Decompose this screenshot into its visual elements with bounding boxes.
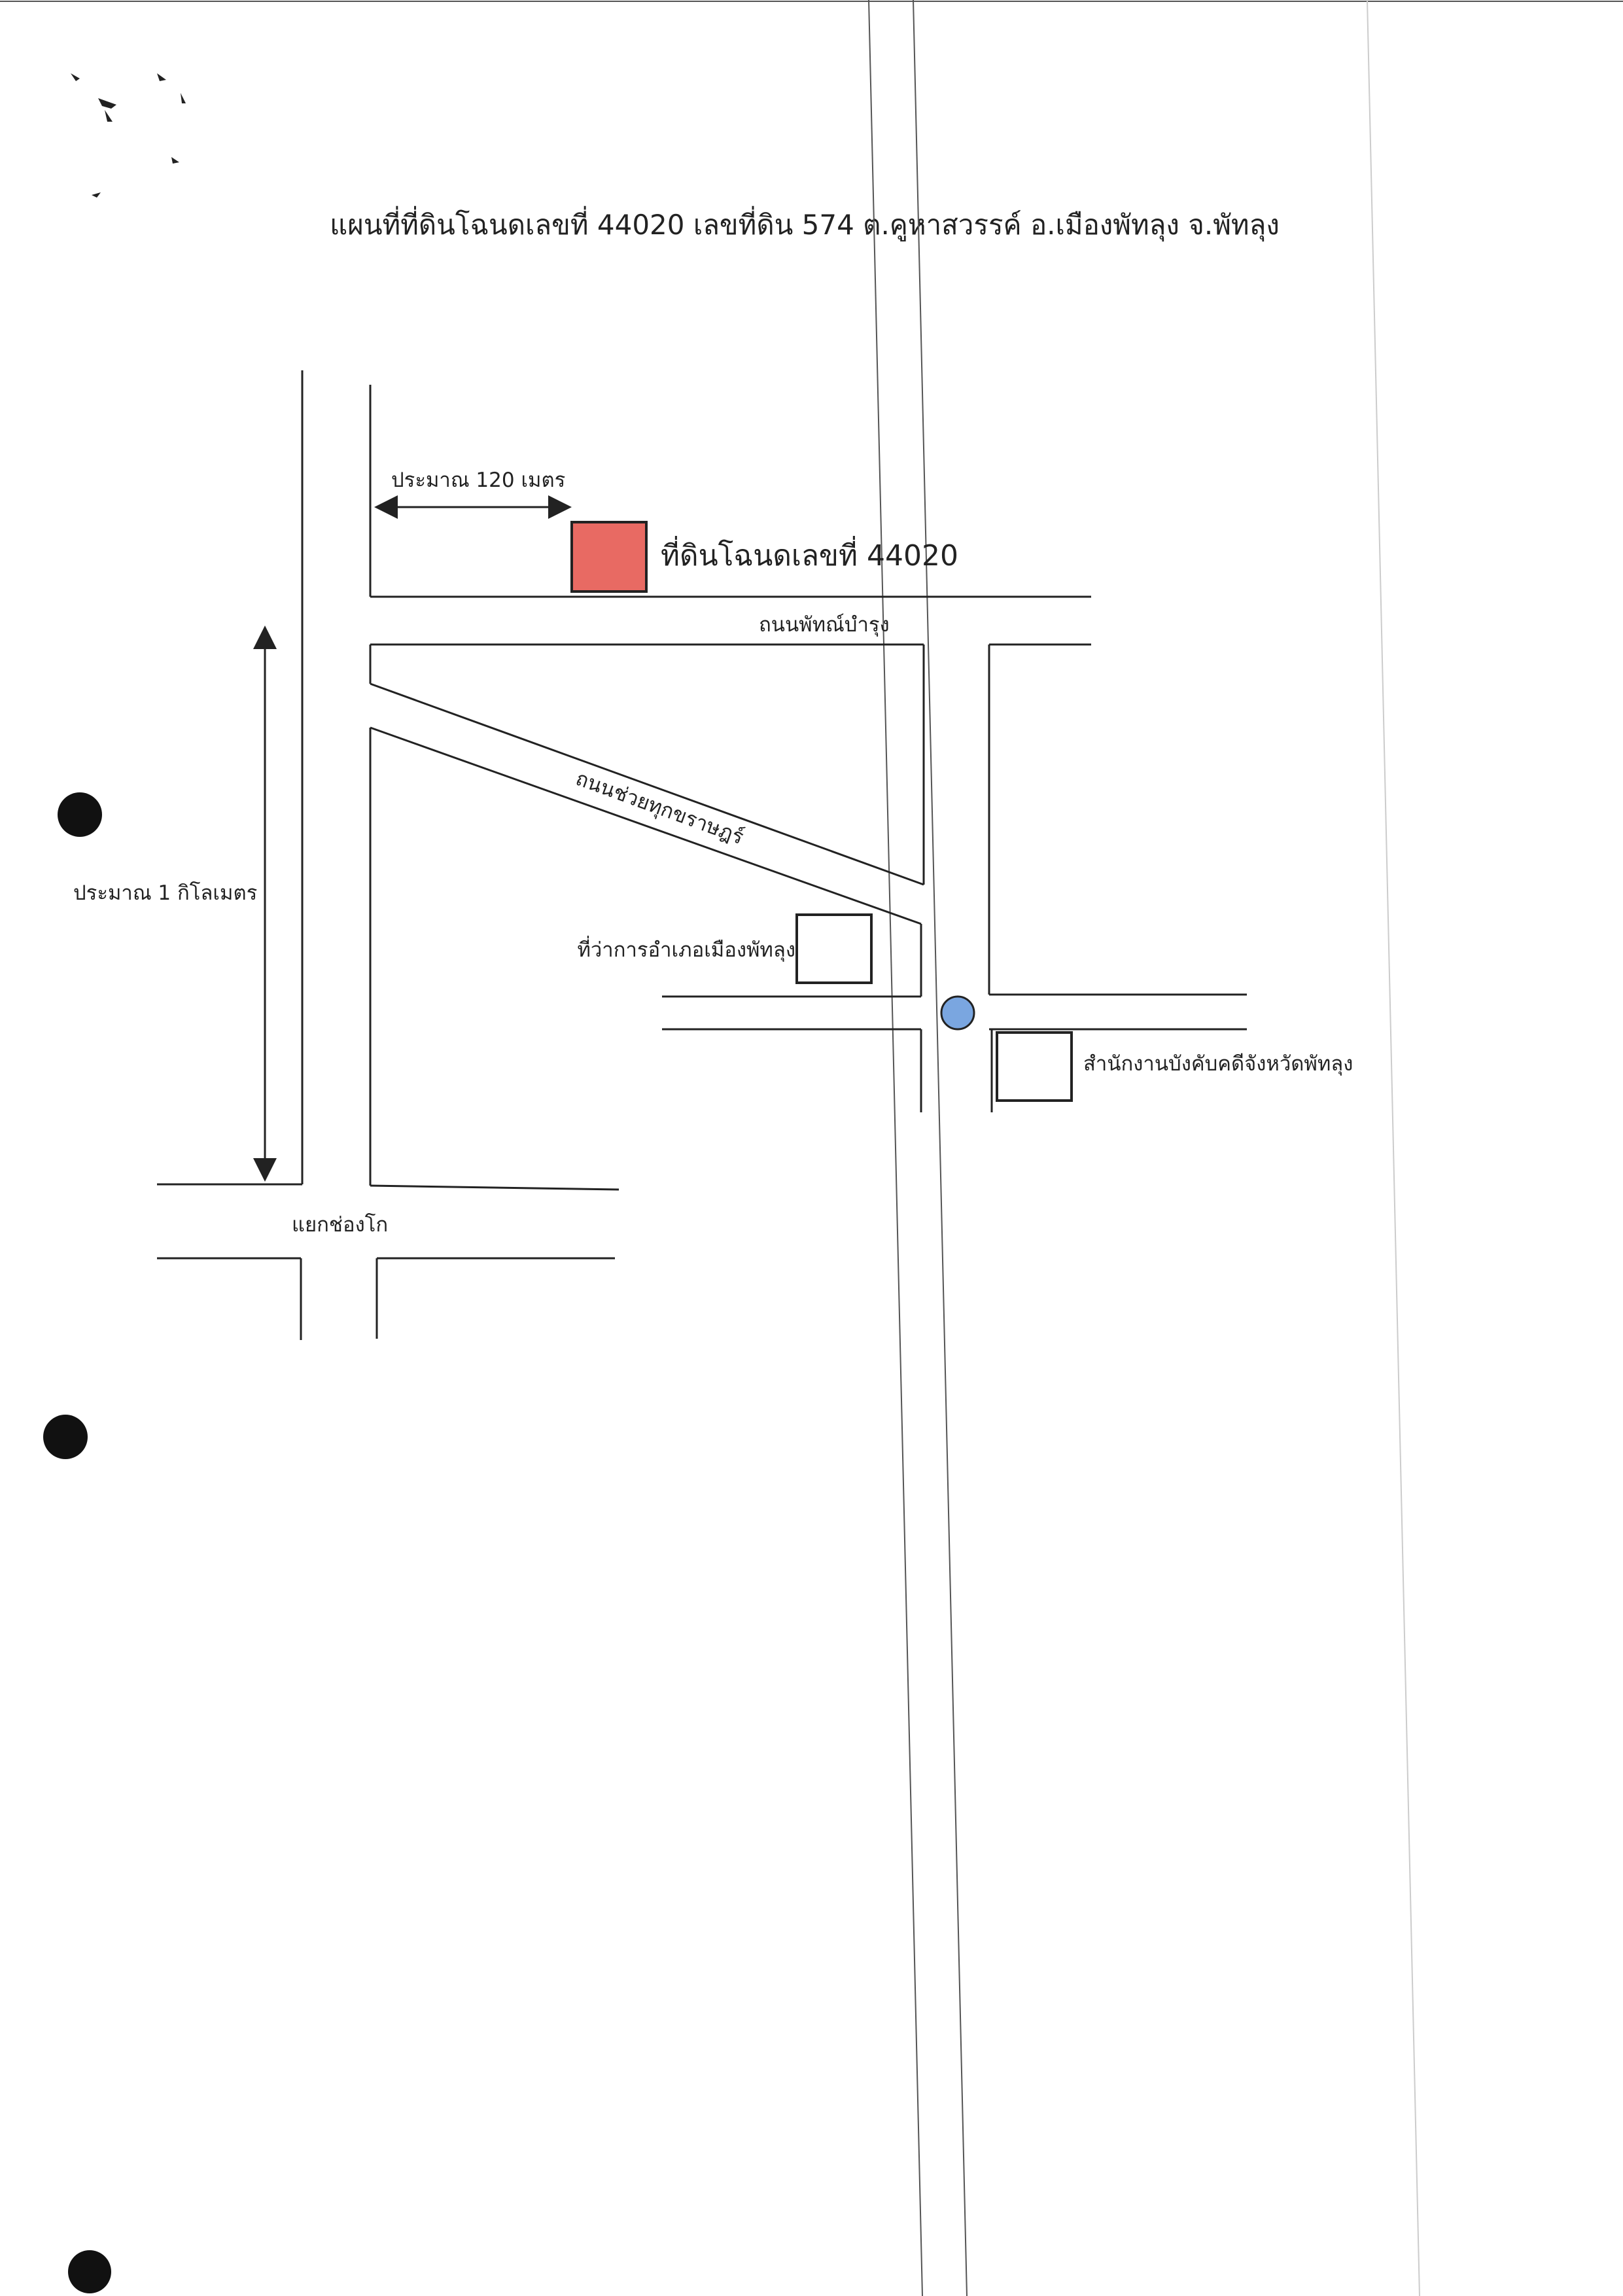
scan-edge-line: [1367, 0, 1420, 2296]
scan-specks: [71, 73, 186, 198]
location-circle-icon: [940, 995, 975, 1031]
legal-execution-office-label: สำนักงานบังคับคดีจังหวัดพัทลุง: [1083, 1052, 1353, 1076]
district-office-building-icon: [795, 913, 873, 984]
chuaithukkharat-road-south-edge: [370, 726, 922, 925]
map-title: แผนที่ที่ดินโฉนดเลขที่ 44020 เลขที่ดิน 5…: [330, 206, 1280, 242]
punch-hole-icon: [43, 1415, 88, 1459]
road-phatthanabamrung-label: ถนนพัทณ์บำรุง: [759, 613, 890, 637]
distance-120m-label: ประมาณ 120 เมตร: [391, 468, 565, 492]
parcel-label: ที่ดินโฉนดเลขที่ 44020: [661, 535, 958, 573]
chong-ko-junction-label: แยกช่องโก: [292, 1213, 388, 1237]
punch-hole-icon: [68, 2250, 111, 2293]
legal-execution-office-building-icon: [996, 1031, 1073, 1102]
highway-edge-right: [913, 0, 968, 2296]
punch-hole-icon: [58, 792, 102, 837]
district-office-label: ที่ว่าการอำเภอเมืองพัทลุง: [577, 936, 795, 963]
distance-1km-label: ประมาณ 1 กิโลเมตร: [73, 881, 257, 905]
chuaithukkharat-road-north-edge: [370, 682, 924, 886]
bottom-block-edge: [370, 1184, 620, 1191]
highway-edge-left: [868, 0, 923, 2296]
land-parcel-icon: [570, 521, 648, 593]
